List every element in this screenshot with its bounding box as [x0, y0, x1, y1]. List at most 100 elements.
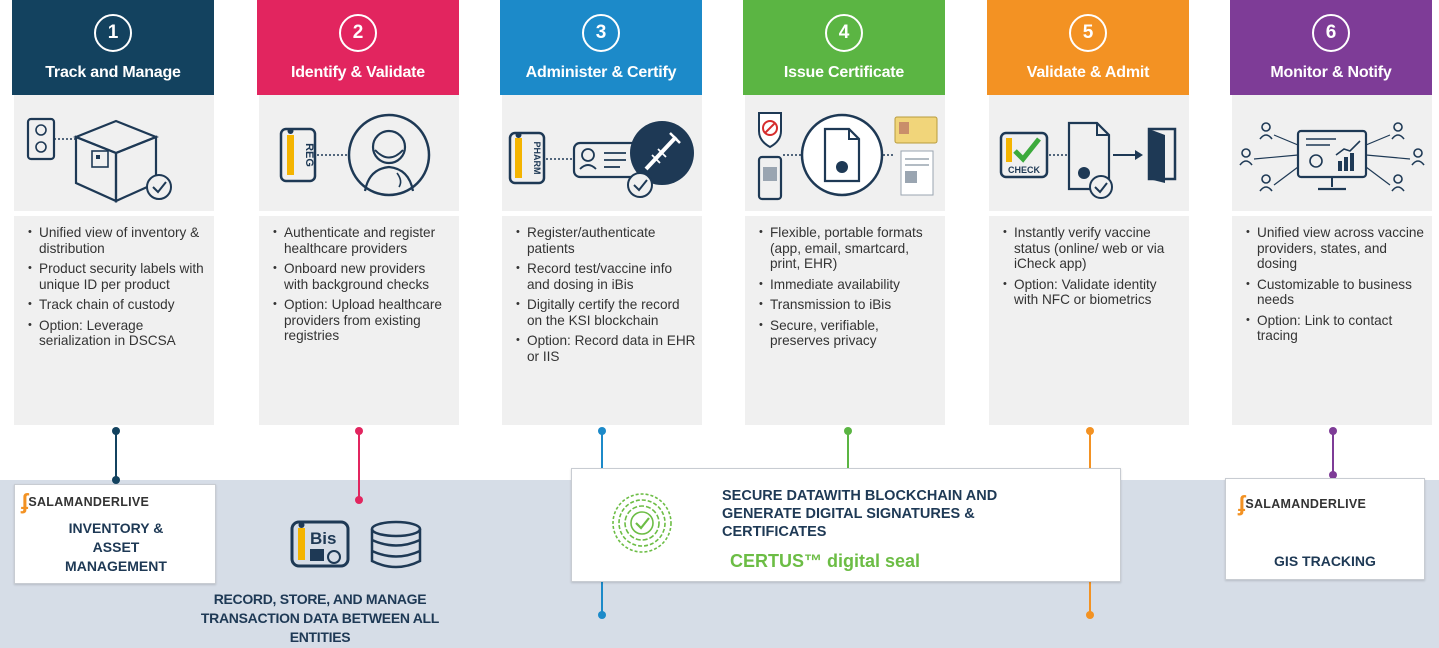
step-3: 3 Administer & Certify PHARM	[500, 0, 702, 425]
divider	[989, 211, 1189, 216]
step-6: 6 Monitor & Notify	[1230, 0, 1432, 425]
step-number: 1	[94, 14, 132, 52]
step-3-header: 3 Administer & Certify	[500, 0, 702, 95]
certus-box: SECURE DATAWITH BLOCKCHAIN AND GENERATE …	[571, 468, 1121, 582]
bullet-item: Track chain of custody	[28, 297, 208, 313]
vaccine-icon: PHARM	[502, 107, 702, 211]
connector-1	[115, 430, 117, 480]
step-5: 5 Validate & Admit CHECK	[987, 0, 1189, 425]
bullet-item: Option: Record data in EHR or IIS	[516, 333, 696, 364]
bullet-list: Unified view of inventory & distribution…	[28, 225, 208, 354]
bullet-item: Authenticate and register healthcare pro…	[273, 225, 453, 256]
bullet-item: Option: Leverage serialization in DSCSA	[28, 318, 208, 349]
connector-dot	[844, 427, 852, 435]
connector-2	[358, 430, 360, 500]
step-5-body: CHECK Instantly verify vaccine status (o…	[989, 95, 1189, 425]
divider	[745, 211, 945, 216]
connector-dot	[112, 427, 120, 435]
step-4-header: 4 Issue Certificate	[743, 0, 945, 95]
gis-box: ʄ SALAMANDERLIVE GIS TRACKING	[1225, 478, 1425, 580]
certus-seal-label: CERTUS™ digital seal	[730, 551, 921, 571]
bullet-item: Product security labels with unique ID p…	[28, 261, 208, 292]
inventory-caption: INVENTORY & ASSET MANAGEMENT	[65, 520, 167, 574]
secure-caption: SECURE DATAWITH BLOCKCHAIN AND GENERATE …	[722, 488, 998, 540]
step-4-body: Flexible, portable formats (app, email, …	[745, 95, 945, 425]
bullet-list: Register/authenticate patients Record te…	[516, 225, 696, 369]
bullet-item: Option: Upload healthcare providers from…	[273, 297, 453, 344]
bullet-item: Unified view of inventory & distribution	[28, 225, 208, 256]
box-tracking-icon	[14, 107, 214, 211]
bullet-list: Unified view across vaccine providers, s…	[1246, 225, 1426, 349]
connector-dot	[355, 496, 363, 504]
bullet-item: Transmission to iBis	[759, 297, 939, 313]
bullet-item: Digitally certify the record on the KSI …	[516, 297, 696, 328]
divider	[1232, 211, 1432, 216]
connector-dot	[355, 427, 363, 435]
step-6-header: 6 Monitor & Notify	[1230, 0, 1432, 95]
salamander-icon: ʄ	[21, 489, 29, 514]
check-admit-icon: CHECK	[989, 107, 1189, 211]
step-1-header: 1 Track and Manage	[12, 0, 214, 95]
bullet-list: Authenticate and register healthcare pro…	[273, 225, 453, 349]
divider	[259, 211, 459, 216]
bullet-item: Customizable to business needs	[1246, 277, 1426, 308]
step-title: Issue Certificate	[783, 64, 905, 81]
step-2-body: REG Authenticate and register healthcare…	[259, 95, 459, 425]
bullet-item: Option: Validate identity with NFC or bi…	[1003, 277, 1183, 308]
connector-4	[847, 430, 849, 468]
certificate-icon	[745, 107, 945, 211]
step-2-header: 2 Identify & Validate	[257, 0, 459, 95]
reg-label: REG	[303, 143, 315, 167]
salamander-logo: ʄ SALAMANDERLIVE	[21, 491, 149, 513]
provider-identity-icon: REG	[259, 107, 459, 211]
step-6-body: Unified view across vaccine providers, s…	[1232, 95, 1432, 425]
inventory-box: ʄ SALAMANDERLIVE INVENTORY & ASSET MANAG…	[14, 484, 216, 584]
step-4: 4 Issue Certificate	[743, 0, 945, 425]
connector-dot	[1329, 471, 1337, 479]
monitor-network-icon	[1232, 107, 1432, 211]
bullet-item: Immediate availability	[759, 277, 939, 293]
step-title: Monitor & Notify	[1270, 64, 1392, 81]
bullet-item: Flexible, portable formats (app, email, …	[759, 225, 939, 272]
database-icon	[368, 520, 424, 570]
divider	[14, 211, 214, 216]
step-number: 3	[582, 14, 620, 52]
bullet-item: Register/authenticate patients	[516, 225, 696, 256]
salamander-logo-text: SALAMANDERLIVE	[1245, 497, 1367, 511]
step-number: 5	[1069, 14, 1107, 52]
connector-dot	[1329, 427, 1337, 435]
check-label: CHECK	[1008, 165, 1041, 175]
salamander-icon: ʄ	[1238, 491, 1246, 516]
connector-dot	[1086, 427, 1094, 435]
bullet-item: Option: Link to contact tracing	[1246, 313, 1426, 344]
step-number: 6	[1312, 14, 1350, 52]
fingerprint-seal-icon	[610, 491, 674, 555]
step-title: Validate & Admit	[1026, 64, 1150, 81]
salamander-logo-text: SALAMANDERLIVE	[28, 495, 150, 509]
divider	[502, 211, 702, 216]
step-number: 4	[825, 14, 863, 52]
step-1: 1 Track and Manage Unified view of inven…	[12, 0, 214, 425]
step-5-header: 5 Validate & Admit	[987, 0, 1189, 95]
step-3-body: PHARM Register/authenticate patients Rec	[502, 95, 702, 425]
gis-caption: GIS TRACKING	[1274, 553, 1376, 569]
record-caption: RECORD, STORE, AND MANAGE TRANSACTION DA…	[200, 591, 440, 645]
bullet-list: Instantly verify vaccine status (online/…	[1003, 225, 1183, 313]
step-title: Track and Manage	[45, 64, 181, 81]
pharm-label: PHARM	[532, 142, 542, 175]
step-2: 2 Identify & Validate REG Authenticate a…	[257, 0, 459, 425]
bullet-item: Unified view across vaccine providers, s…	[1246, 225, 1426, 272]
ibis-logo: Bis	[290, 520, 352, 570]
connector-dot	[1086, 611, 1094, 619]
step-1-body: Unified view of inventory & distribution…	[14, 95, 214, 425]
bullet-list: Flexible, portable formats (app, email, …	[759, 225, 939, 354]
bullet-item: Secure, verifiable, preserves privacy	[759, 318, 939, 349]
connector-dot	[112, 476, 120, 484]
step-title: Administer & Certify	[525, 64, 677, 81]
connector-dot	[598, 427, 606, 435]
connector-dot	[598, 611, 606, 619]
bullet-item: Onboard new providers with background ch…	[273, 261, 453, 292]
salamander-logo: ʄ SALAMANDERLIVE	[1238, 493, 1366, 515]
connector-6	[1332, 430, 1334, 475]
bullet-item: Record test/vaccine info and dosing in i…	[516, 261, 696, 292]
